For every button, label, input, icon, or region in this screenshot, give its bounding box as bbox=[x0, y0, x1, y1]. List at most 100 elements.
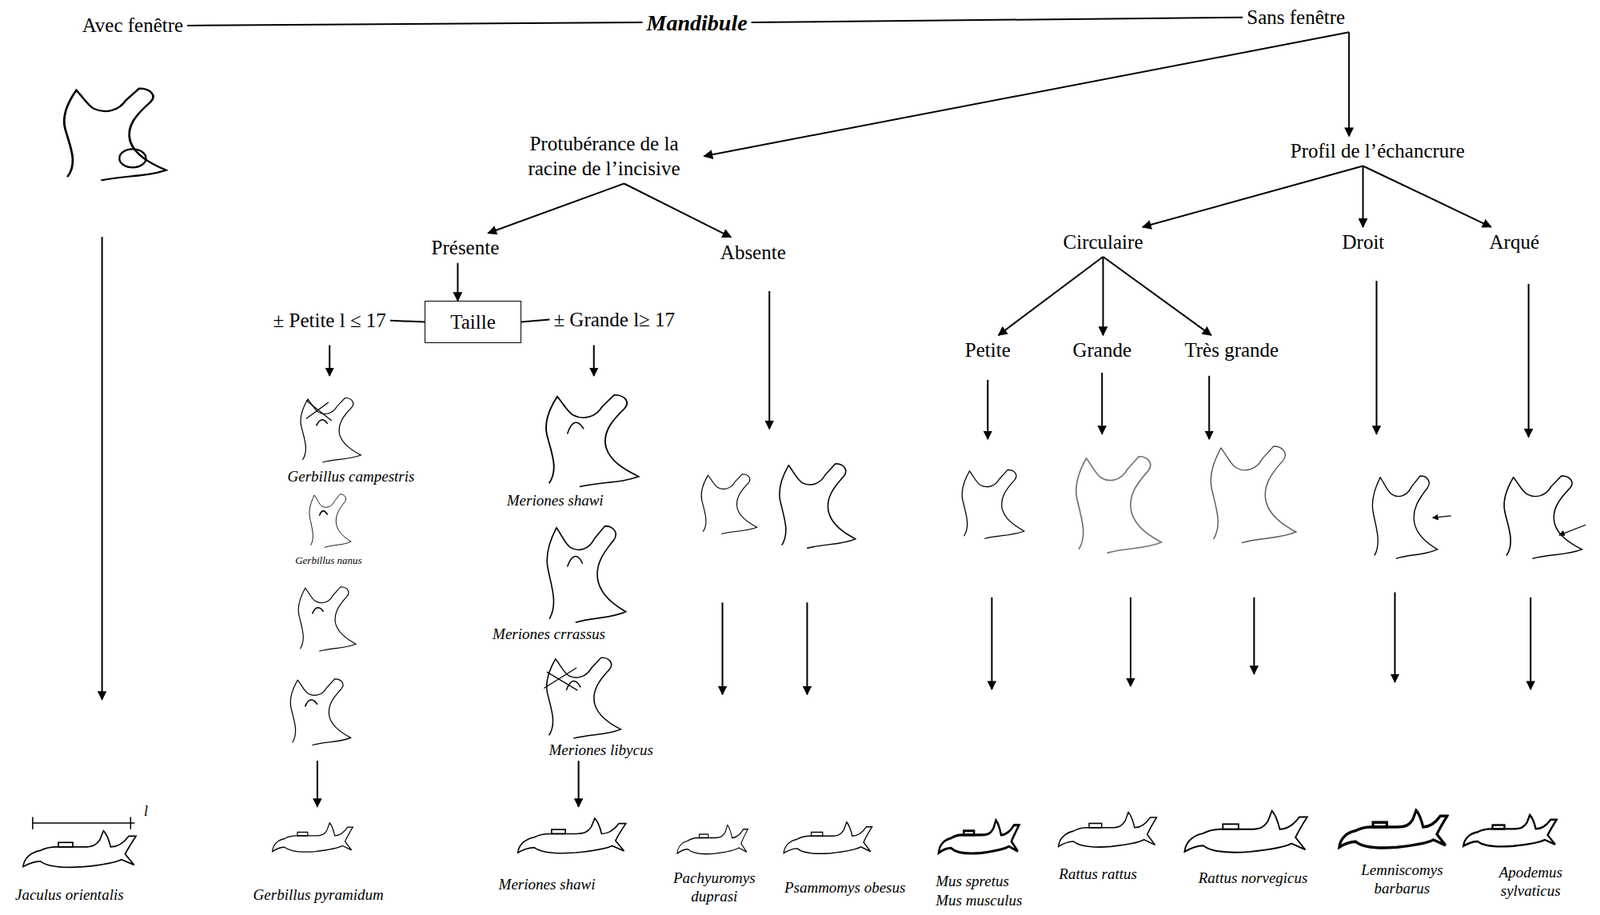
mandible-drawing bbox=[677, 824, 748, 854]
node-text: Présente bbox=[431, 235, 500, 260]
mandible-sketch bbox=[1504, 475, 1582, 559]
tree-label: Avec fenêtre bbox=[78, 10, 188, 40]
mandible-sketch bbox=[309, 494, 352, 548]
species-name: Gerbillus pyramidum bbox=[253, 885, 384, 905]
species-name: Rattus rattus bbox=[1058, 865, 1138, 884]
incisor-protuberance bbox=[567, 422, 584, 434]
node-text: Protubérance de la racine de l’incisive bbox=[507, 131, 700, 182]
mandible-window bbox=[119, 148, 146, 168]
incisor-protuberance bbox=[319, 510, 328, 516]
mandible-sketch bbox=[1076, 456, 1162, 554]
species-name: Mus spretus bbox=[935, 872, 1010, 891]
flow-arrow bbox=[768, 291, 771, 429]
species-name: Psammomys obesus bbox=[784, 878, 906, 898]
cross-mark bbox=[543, 667, 578, 691]
tree-label: Mandibule bbox=[642, 6, 752, 40]
flow-arrow bbox=[593, 345, 595, 376]
connector-arrow bbox=[1103, 256, 1212, 336]
species-name: Meriones crrassus bbox=[492, 625, 606, 644]
flow-arrow bbox=[1376, 280, 1378, 435]
flow-arrow bbox=[1393, 592, 1396, 683]
connector-arrow bbox=[703, 31, 1349, 156]
mandible-sketch bbox=[546, 526, 627, 623]
tree-label: Absente bbox=[716, 237, 791, 268]
tree-label: Petite bbox=[961, 335, 1015, 365]
mandible-drawing bbox=[1463, 814, 1557, 847]
connector-arrow bbox=[1348, 31, 1350, 136]
flow-arrow bbox=[1528, 283, 1530, 438]
tree-label: Sans fenêtre bbox=[1242, 2, 1349, 32]
connector-line bbox=[390, 320, 425, 323]
flow-arrow bbox=[101, 236, 104, 699]
pointer-arrow bbox=[1559, 524, 1586, 535]
mandible-drawing bbox=[1058, 812, 1158, 848]
species-name: Gerbillus nanus bbox=[295, 554, 362, 567]
node-text: Circulaire bbox=[1063, 229, 1144, 255]
tree-label: Droit bbox=[1338, 227, 1389, 257]
incisor-protuberance bbox=[305, 699, 318, 707]
tree-label: Circulaire bbox=[1059, 227, 1148, 257]
node-text: Sans fenêtre bbox=[1246, 4, 1345, 30]
mandible-sketch bbox=[290, 678, 351, 746]
node-text: ± Petite l ≤ 17 bbox=[273, 307, 387, 333]
tree-label: Présente bbox=[427, 232, 504, 263]
connector-line bbox=[751, 17, 1244, 23]
mandible-sketch bbox=[63, 88, 167, 181]
mandible-sketch bbox=[298, 586, 356, 651]
mandible-sketch bbox=[961, 469, 1025, 539]
connector-line bbox=[187, 22, 643, 26]
flow-arrow bbox=[328, 345, 331, 376]
incisor-protuberance bbox=[312, 607, 324, 615]
species-name: Meriones libycus bbox=[548, 741, 653, 760]
node-text: Droit bbox=[1342, 229, 1385, 255]
node-text: Profil de l’échancrure bbox=[1290, 138, 1465, 164]
flow-arrow bbox=[721, 602, 723, 695]
node-text: Arqué bbox=[1489, 229, 1540, 255]
species-name: Gerbillus campestris bbox=[287, 467, 415, 487]
tree-label: ± Petite l ≤ 17 bbox=[269, 305, 391, 336]
tree-label: Très grande bbox=[1180, 335, 1283, 365]
flow-arrow bbox=[1101, 372, 1103, 435]
pointer-arrow bbox=[1432, 515, 1452, 519]
species-name: Lemniscomys barbarus bbox=[1360, 861, 1443, 898]
connector-arrow bbox=[1363, 165, 1492, 227]
mandible-sketch bbox=[546, 395, 639, 487]
mandible-sketch bbox=[1372, 475, 1437, 559]
dimension-line bbox=[32, 816, 136, 829]
tree-label: ± Grande l≥ 17 bbox=[549, 304, 679, 335]
species-name: Meriones shawi bbox=[498, 875, 596, 894]
connector-arrow bbox=[1362, 165, 1365, 227]
incisor-protuberance bbox=[567, 556, 583, 567]
flow-arrow bbox=[578, 760, 580, 806]
incisor-protuberance bbox=[316, 419, 328, 427]
connector-arrow bbox=[487, 183, 624, 234]
process-box: Taille bbox=[424, 300, 522, 344]
species-name: Apodemus sylvaticus bbox=[1499, 863, 1563, 901]
tree-label: Arqué bbox=[1485, 227, 1544, 257]
node-text: Petite bbox=[965, 337, 1011, 363]
mandible-drawing bbox=[1184, 810, 1307, 853]
node-text: Très grande bbox=[1184, 337, 1279, 363]
flow-arrow bbox=[1208, 375, 1210, 439]
flow-arrow bbox=[1129, 597, 1132, 687]
tree-label: Profil de l’échancrure bbox=[1286, 135, 1469, 166]
mandible-sketch bbox=[701, 474, 758, 535]
flow-arrow bbox=[316, 760, 319, 806]
cross-mark bbox=[306, 400, 332, 422]
node-text: Avec fenêtre bbox=[82, 12, 184, 38]
connector-arrow bbox=[623, 183, 731, 238]
mandible-drawing bbox=[518, 817, 627, 854]
tree-label: Grande bbox=[1068, 335, 1136, 365]
connector-arrow bbox=[998, 256, 1104, 336]
node-text: Taille bbox=[431, 309, 515, 335]
node-text: Mandibule bbox=[646, 8, 748, 37]
species-name: Rattus norvegicus bbox=[1198, 869, 1309, 888]
mandible-sketch bbox=[779, 463, 856, 549]
node-text: ± Grande l≥ 17 bbox=[553, 307, 675, 332]
connector-line bbox=[521, 319, 550, 322]
species-name: Jaculus orientalis bbox=[15, 885, 124, 905]
flow-arrow bbox=[986, 379, 989, 439]
mandible-sketch bbox=[546, 657, 622, 739]
